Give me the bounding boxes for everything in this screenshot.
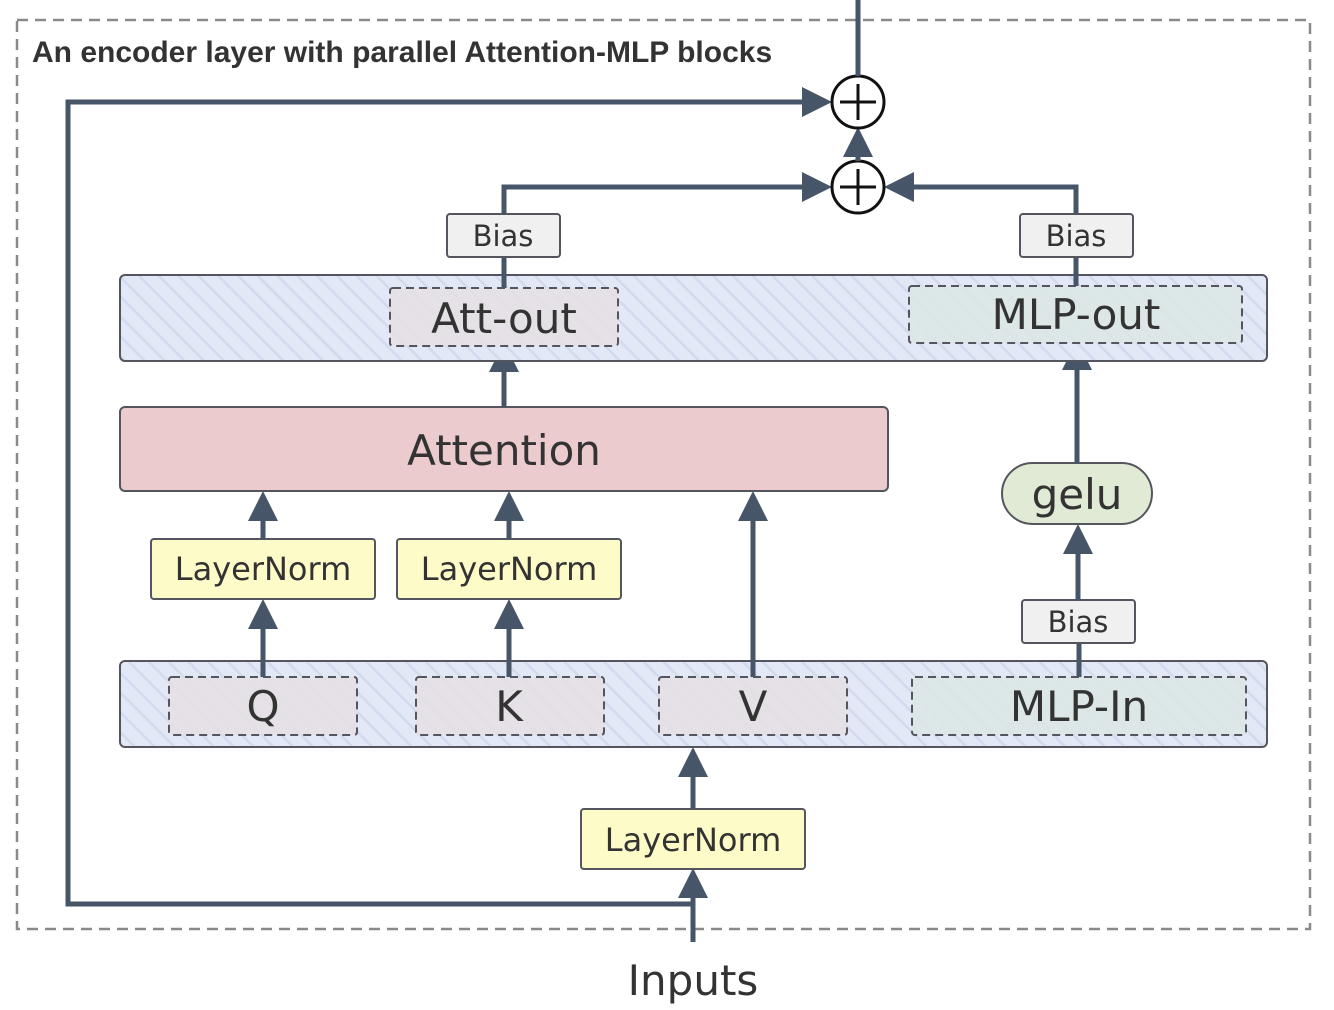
layernorm-q-label: LayerNorm xyxy=(175,550,352,588)
layernorm-input-label: LayerNorm xyxy=(605,821,782,859)
bias-mlp-in-label: Bias xyxy=(1048,605,1109,639)
layernorm-k-label: LayerNorm xyxy=(421,550,598,588)
bias-att-out-label: Bias xyxy=(473,219,534,253)
residual-adder-icon xyxy=(830,74,886,130)
residual-connection xyxy=(65,87,832,907)
mlp-out-label: MLP-out xyxy=(992,290,1161,339)
encoder-layer-frame xyxy=(15,18,1312,931)
inputs-label: Inputs xyxy=(628,956,759,1005)
att-out-label: Att-out xyxy=(431,294,577,343)
v-label: V xyxy=(739,682,768,731)
attention-label: Attention xyxy=(407,426,601,475)
branch-sum-adder-icon xyxy=(830,159,886,215)
bias-mlp-out-label: Bias xyxy=(1046,219,1107,253)
att-branch-to-adder xyxy=(501,172,832,214)
diagram-title: An encoder layer with parallel Attention… xyxy=(32,36,772,69)
mlp-in-label: MLP-In xyxy=(1010,682,1148,731)
q-label: Q xyxy=(246,682,279,731)
k-label: K xyxy=(495,682,524,731)
mlp-branch-to-adder xyxy=(884,172,1079,214)
layernorm-input xyxy=(580,808,806,870)
gelu-label: gelu xyxy=(1032,470,1123,519)
